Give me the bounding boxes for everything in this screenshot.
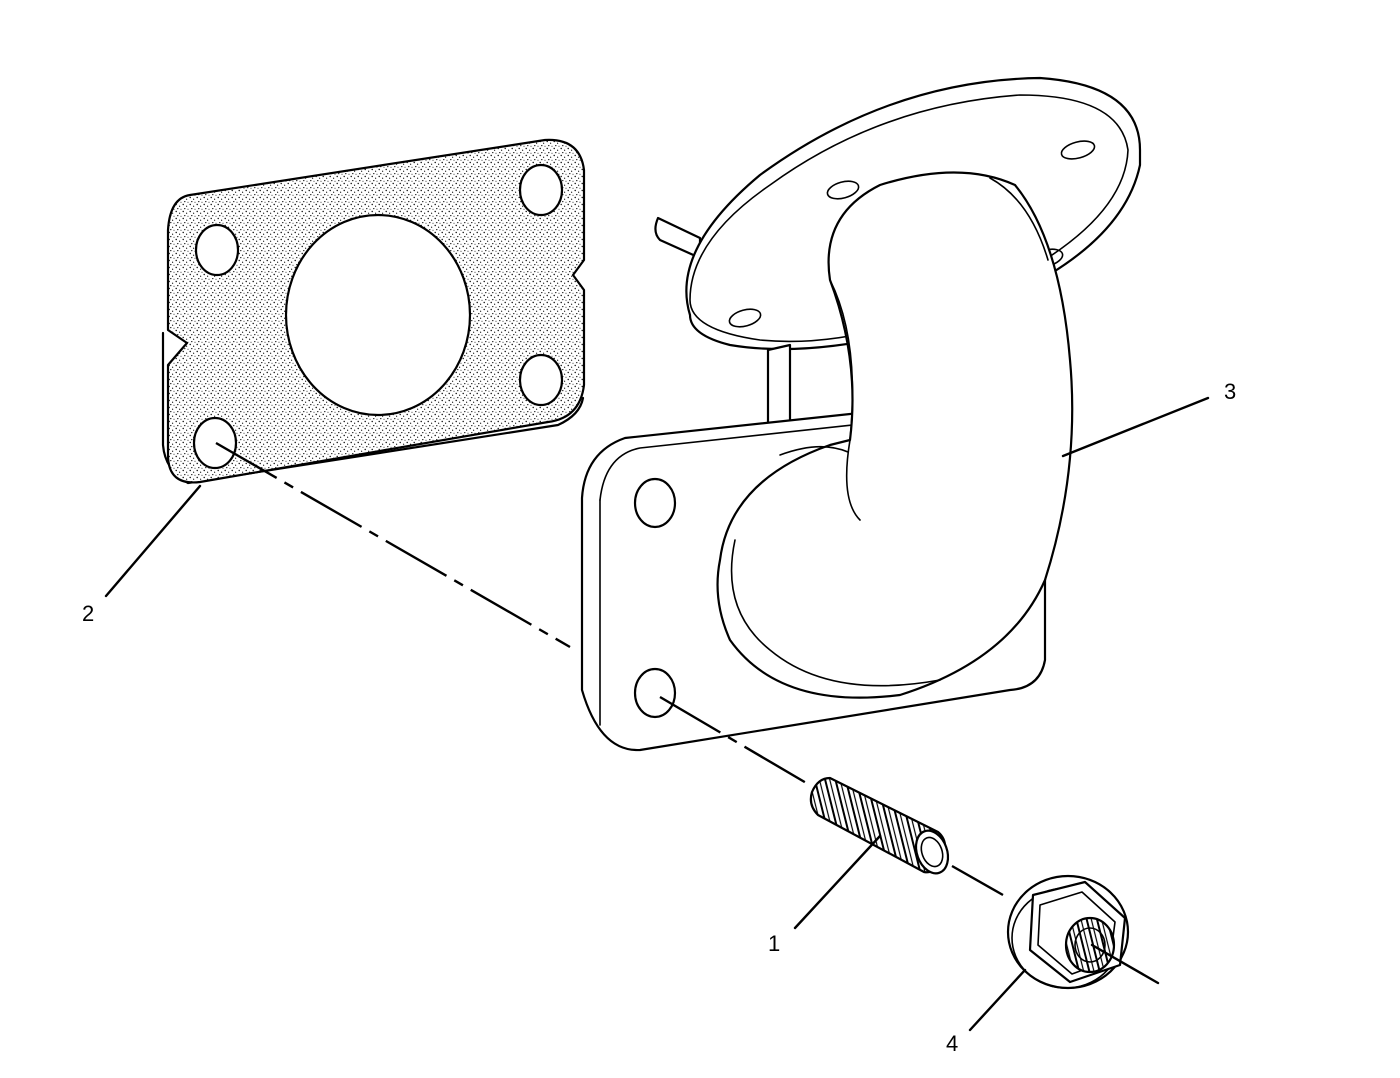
gasket-bolt-hole [192,416,238,470]
stud [809,776,950,875]
gasket-bolt-hole [194,223,240,277]
flange-bolt-hole [633,667,677,719]
flange-bolt-hole [633,477,677,529]
callout-4: 4 [946,943,1160,1056]
elbow [580,76,1142,752]
callout-label-1: 1 [768,931,780,956]
callout-label-3: 3 [1224,379,1236,404]
callout-label-2: 2 [82,601,94,626]
assembly-center-lines [215,441,1004,897]
callout-label-4: 4 [946,1031,958,1056]
flange-nut [1006,874,1130,990]
gasket [161,138,586,485]
callout-1: 1 [768,834,882,956]
gasket-bolt-hole [518,353,564,407]
callout-2: 2 [82,484,202,626]
gasket-bolt-hole [518,163,564,217]
gasket-port-hole [284,213,472,417]
callout-3: 3 [1061,379,1236,458]
